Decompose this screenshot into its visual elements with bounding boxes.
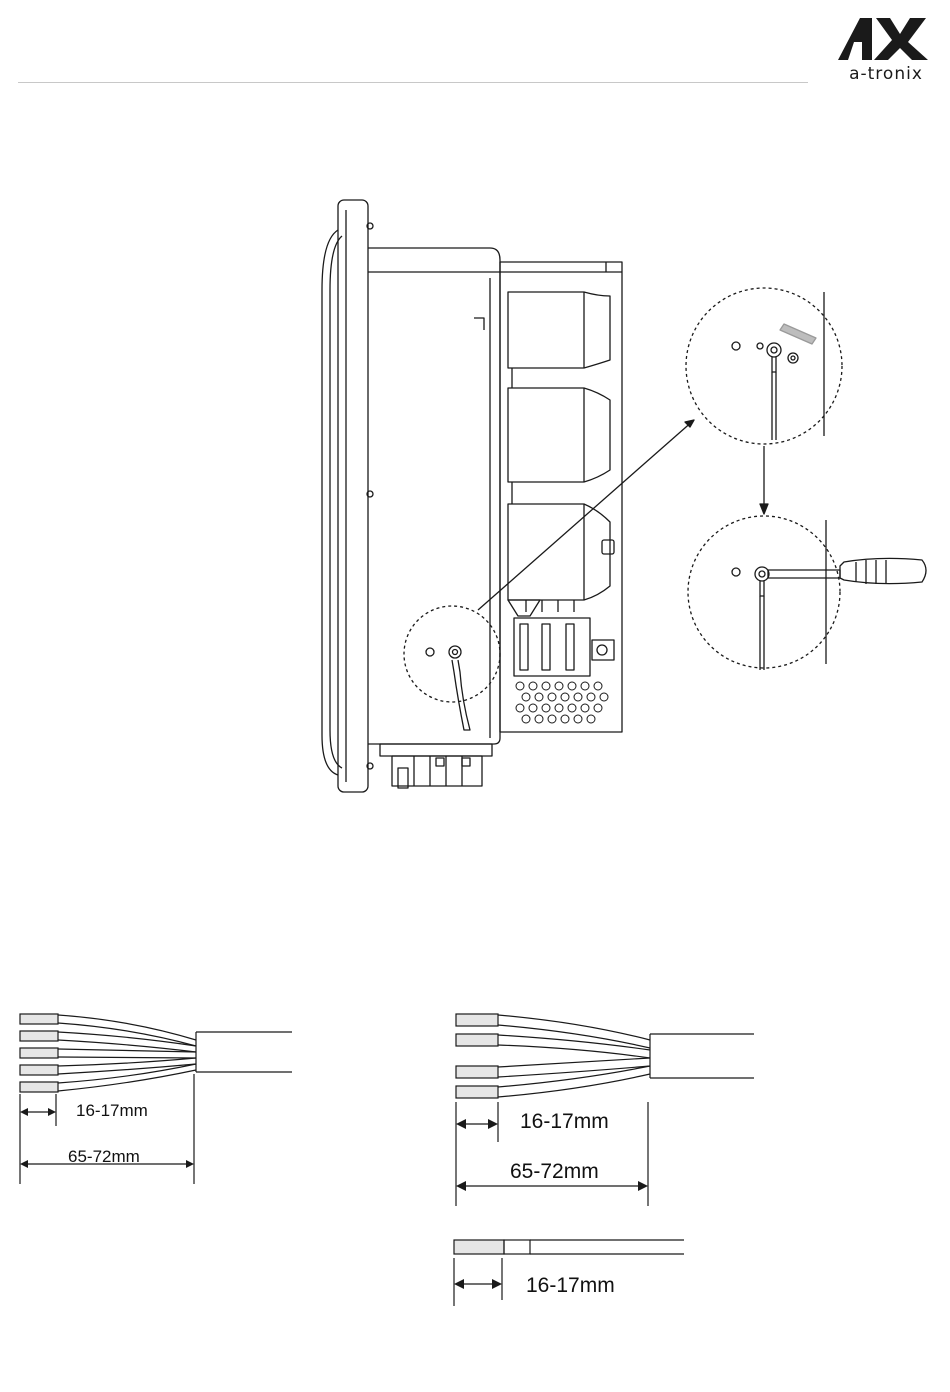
zoom-detail-tighten <box>688 516 926 670</box>
inverter-housing <box>368 248 500 744</box>
cable-4core-strip-label: 16-17mm <box>520 1110 609 1133</box>
zoom-detail-insert <box>686 288 842 514</box>
cable-5core-total-label: 65-72mm <box>68 1147 140 1166</box>
cable-5core-strip-label: 16-17mm <box>76 1101 148 1120</box>
cable-5core-drawing <box>20 1014 292 1184</box>
bottom-connectors <box>380 744 492 788</box>
inverter-front-plate <box>322 200 373 792</box>
cable-single-strip-label: 16-17mm <box>526 1274 615 1297</box>
heat-sink-block <box>500 262 622 732</box>
cable-4core-total-label: 65-72mm <box>510 1160 599 1183</box>
vent-hole-grid <box>516 682 608 723</box>
